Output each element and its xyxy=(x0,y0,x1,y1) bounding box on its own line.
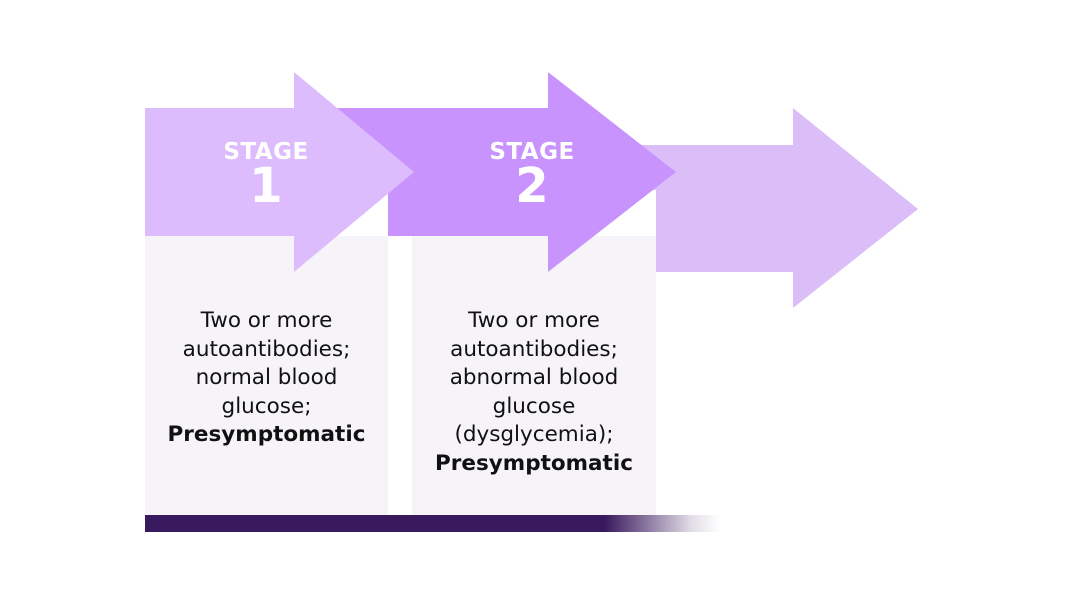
stage-2-label: STAGE 2 xyxy=(432,139,632,214)
timeline-bar xyxy=(145,515,720,532)
stage-1-arrow xyxy=(145,72,414,272)
stage-2-line: (dysglycemia); xyxy=(454,422,614,447)
stage-1-label: STAGE 1 xyxy=(166,139,366,214)
stage-2-panel xyxy=(412,236,656,516)
stage-2-description: Two or more autoantibodies; abnormal blo… xyxy=(412,307,656,478)
stage-1-line: glucose; xyxy=(221,393,312,419)
stage-2-line: autoantibodies; xyxy=(450,336,618,362)
stage-3-arrow xyxy=(640,108,918,308)
stage-1-word: STAGE xyxy=(223,139,309,165)
stage-1-emphasis: Presymptomatic xyxy=(167,422,366,447)
stage-2-word: STAGE xyxy=(489,139,575,165)
stage-1-line: Two or more xyxy=(200,308,333,333)
stage-2-arrow xyxy=(320,72,676,272)
stage-1-description: Two or more autoantibodies; normal blood… xyxy=(145,307,388,450)
stage-2-line: Two or more xyxy=(468,308,600,333)
stage-2-line: abnormal blood xyxy=(449,365,619,390)
stage-1-line: autoantibodies; xyxy=(182,336,351,362)
stage-2-number: 2 xyxy=(515,158,549,214)
stage-1-number: 1 xyxy=(249,158,283,214)
stage-1-panel xyxy=(145,236,388,516)
stage-2-line: glucose xyxy=(492,393,576,419)
stage-2-emphasis: Presymptomatic xyxy=(435,450,633,476)
stage-1-line: normal blood xyxy=(195,365,338,390)
